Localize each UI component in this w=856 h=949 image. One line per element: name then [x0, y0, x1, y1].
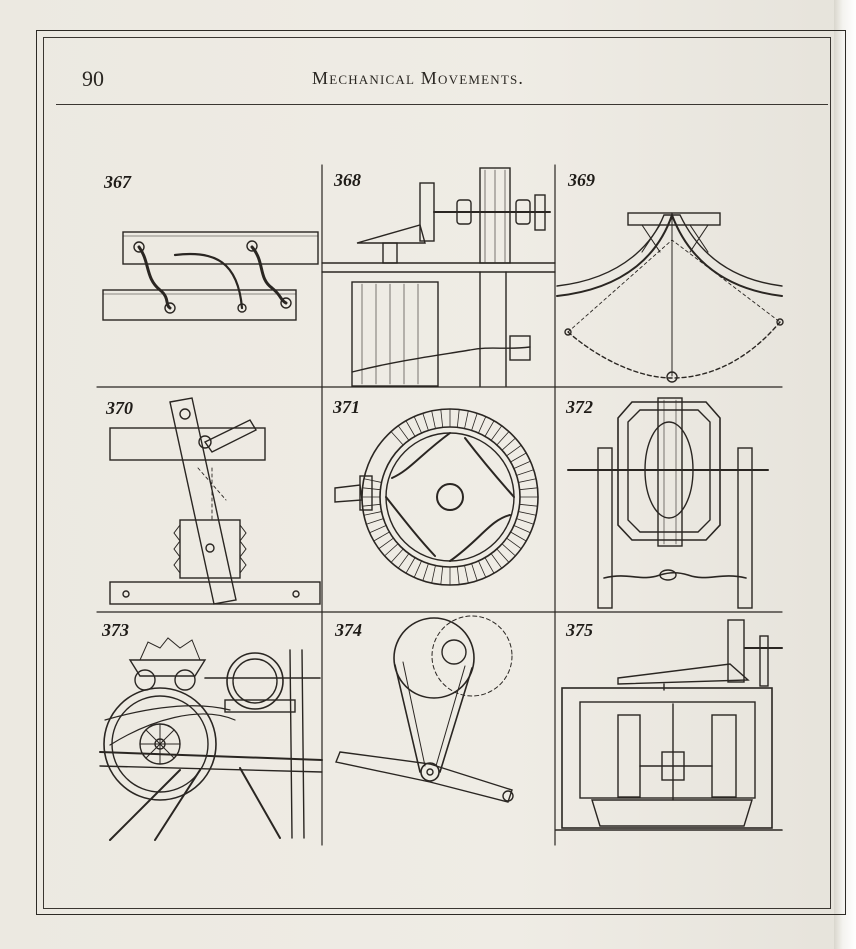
crown-wheel-tooth: [501, 437, 516, 451]
figure-number-369: 369: [568, 170, 595, 190]
figure-number-368: 368: [334, 170, 361, 190]
figure-number-374: 374: [335, 620, 362, 640]
crown-wheel-tooth: [513, 460, 531, 469]
crown-wheel-tooth: [516, 518, 535, 525]
crown-wheel-tooth: [422, 412, 429, 431]
page-frame-inner: [43, 37, 831, 909]
figure-number-373: 373: [102, 620, 129, 640]
crown-wheel-tooth: [478, 416, 487, 434]
crown-wheel-tooth: [413, 416, 422, 434]
figure-367-drawing: [102, 231, 319, 321]
crown-wheel-tooth: [456, 566, 460, 585]
crown-wheel-tooth: [510, 452, 527, 463]
crown-wheel-tooth: [478, 560, 487, 578]
crown-wheel-tooth: [369, 525, 387, 534]
crown-wheel-tooth: [471, 563, 478, 582]
crown-wheel-tooth: [518, 478, 537, 483]
crown-wheel-tooth: [363, 478, 382, 483]
crown-wheel-tooth: [431, 410, 436, 429]
crown-wheel-tooth: [422, 563, 429, 582]
crown-wheel-tooth: [405, 420, 416, 437]
crown-wheel-tooth: [484, 420, 495, 437]
crown-wheel-tooth: [510, 531, 527, 542]
plate-grid: [96, 164, 783, 846]
figure-368-drawing: [321, 167, 556, 387]
crown-wheel-tooth: [363, 511, 382, 516]
figure-369-drawing: [556, 212, 784, 383]
crown-wheel-tooth: [519, 487, 538, 491]
crown-wheel-tooth: [431, 565, 436, 584]
page-number: 90: [82, 66, 104, 91]
crown-wheel-tooth: [390, 431, 404, 446]
crown-wheel-tooth: [519, 503, 538, 507]
figure-375-drawing: [555, 619, 783, 831]
crown-wheel-tooth: [513, 525, 531, 534]
figure-371-drawing: [334, 408, 539, 586]
crown-wheel-tooth: [496, 548, 510, 563]
crown-wheel-tooth: [390, 548, 404, 563]
crown-wheel-tooth: [490, 425, 503, 441]
crown-wheel-tooth: [440, 566, 444, 585]
crown-wheel-tooth: [397, 425, 410, 441]
crown-wheel-tooth: [384, 543, 399, 557]
crown-wheel-tooth: [378, 537, 394, 550]
figure-number-375: 375: [566, 620, 593, 640]
figure-372-drawing: [567, 397, 769, 609]
header-rule: [56, 104, 828, 105]
crown-wheel-tooth: [501, 543, 516, 557]
crown-wheel-tooth: [506, 444, 522, 457]
crown-wheel-tooth: [397, 553, 410, 569]
crown-wheel-tooth: [373, 531, 390, 542]
crown-wheel-tooth: [490, 553, 503, 569]
crown-wheel-tooth: [516, 469, 535, 476]
figure-374-drawing: [335, 615, 514, 803]
page-frame-outer: [36, 30, 846, 915]
crown-wheel-tooth: [484, 557, 495, 574]
figure-number-367: 367: [104, 172, 131, 192]
figure-373-drawing: [99, 637, 323, 841]
crown-wheel-tooth: [440, 409, 444, 428]
running-title: Mechanical Movements.: [312, 68, 525, 88]
crown-wheel-tooth: [464, 410, 469, 429]
figure-number-371: 371: [333, 397, 360, 417]
figure-number-370: 370: [106, 398, 133, 418]
crown-wheel-tooth: [518, 511, 537, 516]
crown-wheel-tooth: [365, 518, 384, 525]
crown-wheel-tooth: [405, 557, 416, 574]
crown-wheel-tooth: [506, 537, 522, 550]
crown-wheel-tooth: [413, 560, 422, 578]
figure-370-drawing: [109, 397, 321, 605]
crown-wheel-tooth: [464, 565, 469, 584]
figure-number-372: 372: [566, 397, 593, 417]
crown-wheel-tooth: [496, 431, 510, 446]
crown-wheel-tooth: [456, 409, 460, 428]
crown-wheel-tooth: [471, 412, 478, 431]
